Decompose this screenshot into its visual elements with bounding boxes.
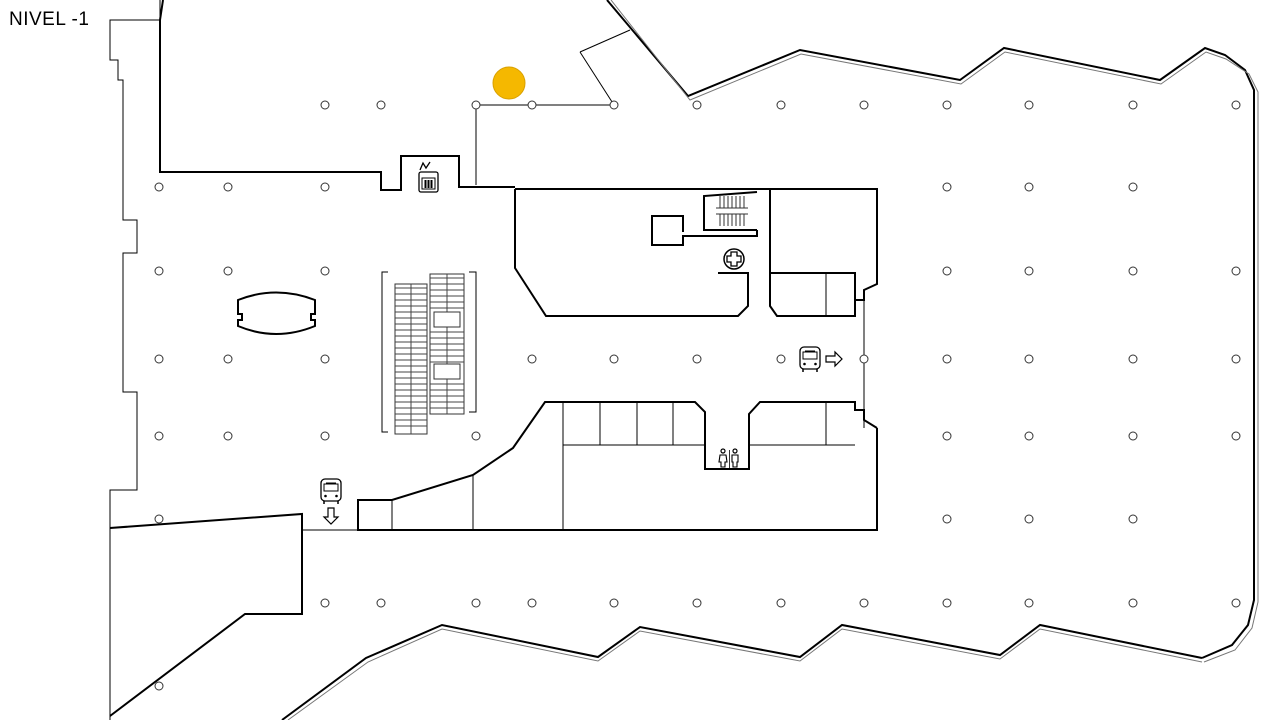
- elevator-icon[interactable]: [418, 161, 439, 193]
- arrow-down-icon: [322, 507, 340, 525]
- current-location-marker[interactable]: [492, 66, 526, 100]
- stairs-icon: [716, 196, 748, 226]
- outer-boundary: [109, 0, 1259, 720]
- level-label: NIVEL -1: [9, 9, 90, 30]
- bus-down-icon[interactable]: [320, 478, 342, 504]
- bottom-left-block: [109, 512, 358, 717]
- arrow-right-icon: [825, 350, 843, 368]
- plaza-feature: [237, 291, 316, 335]
- structural-columns: [154, 100, 1241, 691]
- restroom-icon[interactable]: [718, 448, 739, 468]
- bus-exit-icon[interactable]: [799, 346, 821, 372]
- first-aid-icon[interactable]: [723, 248, 745, 270]
- escalator-icon: [381, 271, 477, 435]
- central-building: [357, 188, 878, 531]
